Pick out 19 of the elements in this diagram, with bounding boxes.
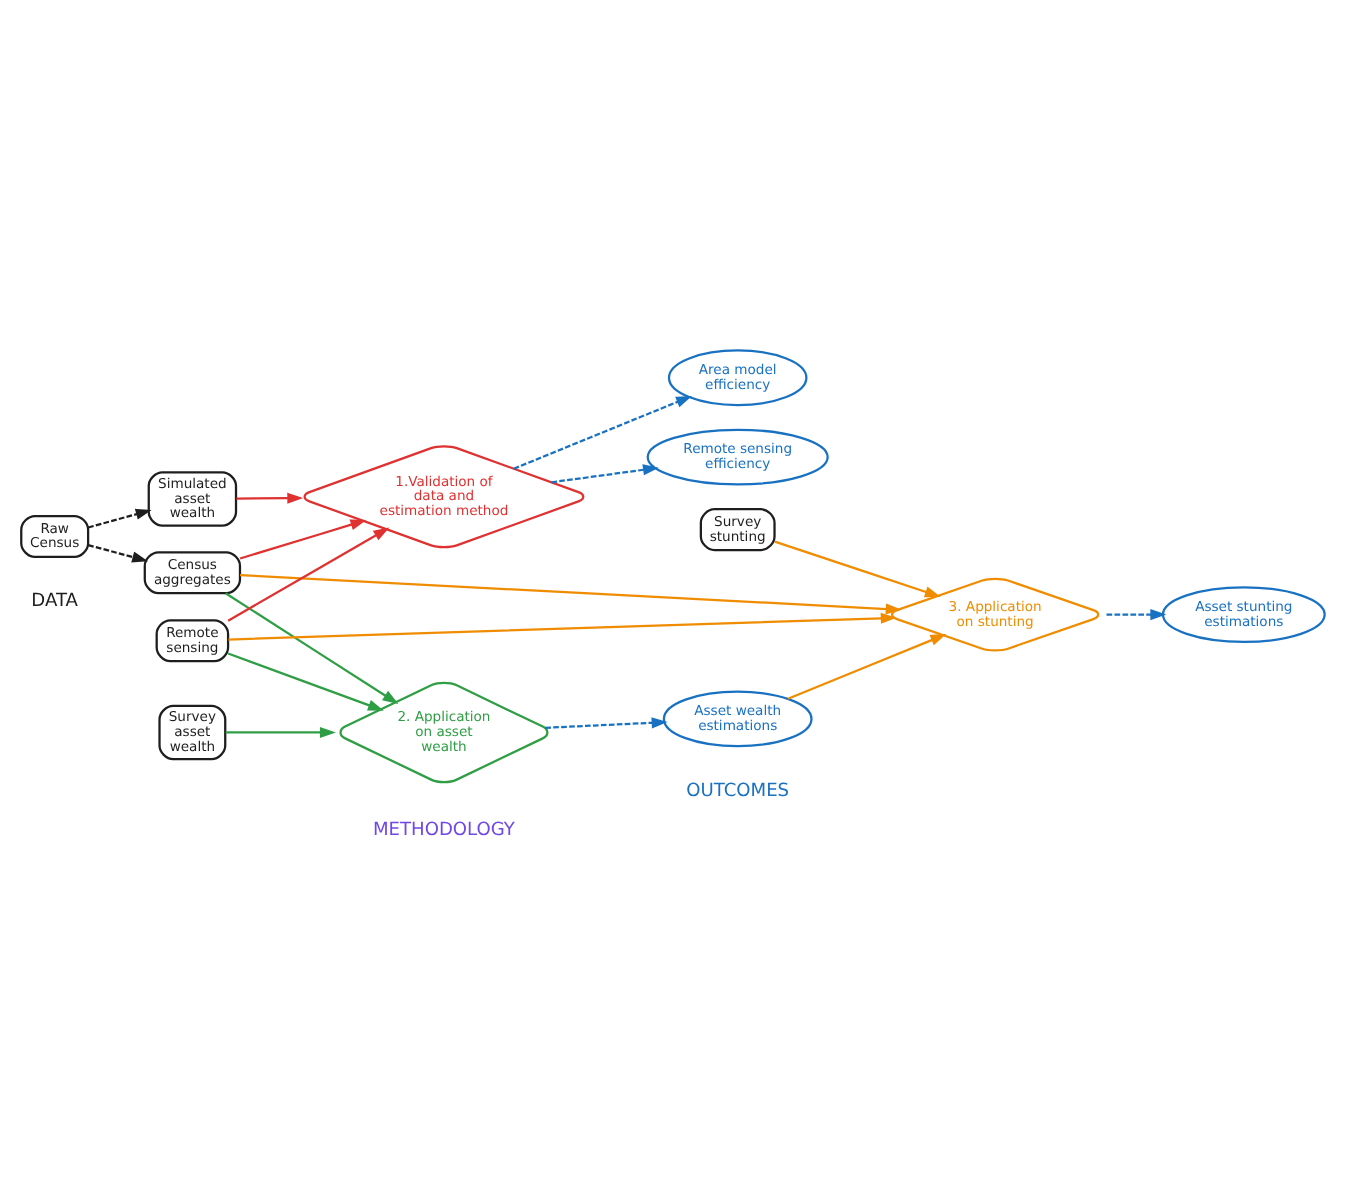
arrow <box>227 526 390 621</box>
label: DATA <box>31 591 78 612</box>
arrow <box>228 611 897 640</box>
arrow <box>513 395 692 469</box>
label: OUTCOMES <box>686 780 790 801</box>
arrow <box>227 651 384 710</box>
arrow <box>236 491 304 503</box>
label: METHODOLOGY <box>372 820 515 841</box>
arrow <box>239 573 902 614</box>
arrow <box>224 591 399 704</box>
arrow <box>1106 608 1167 620</box>
arrow <box>774 539 941 597</box>
arrow <box>87 507 152 528</box>
arrow <box>551 463 659 483</box>
arrow <box>87 543 149 562</box>
arrow <box>787 633 947 699</box>
arrow <box>225 725 336 738</box>
arrow <box>239 518 367 559</box>
arrow <box>545 716 668 728</box>
